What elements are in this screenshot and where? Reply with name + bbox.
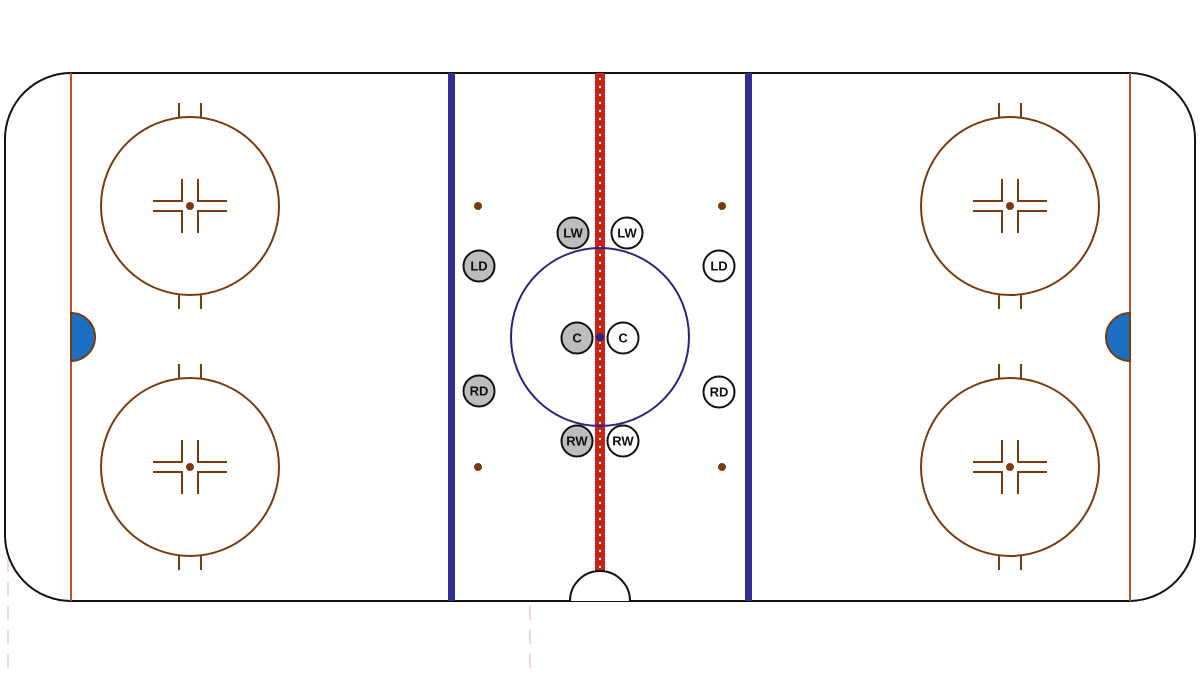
neutral-dot-left-top [474,202,482,210]
player-team-b-lw[interactable]: LW [610,216,644,250]
faceoff-l-mark [153,440,183,463]
player-token [556,216,590,250]
player-team-a-c[interactable]: C [560,321,594,355]
player-token [606,424,640,458]
player-team-a-ld[interactable]: LD [462,249,496,283]
blue-line-right [745,73,752,601]
faceoff-l-mark [1017,179,1047,202]
faceoff-dot [186,463,194,471]
faceoff-l-mark [973,179,1003,202]
player-team-b-rd[interactable]: RD [702,375,736,409]
faceoff-circle [100,116,280,296]
player-team-a-rd[interactable]: RD [462,374,496,408]
faceoff-circle-right-top [920,103,1100,309]
team-a-players: LW LD C RD RW [462,216,594,458]
player-token [462,249,496,283]
faceoff-dot [186,202,194,210]
faceoff-l-mark [1017,440,1047,463]
faceoff-dot [1006,202,1014,210]
faceoff-circle [920,116,1100,296]
player-label: LW [563,226,583,241]
player-token [610,216,644,250]
neutral-dot-right-bottom [718,463,726,471]
player-label: LD [470,259,487,274]
player-label: RD [470,384,489,399]
player-label: C [618,331,628,346]
faceoff-l-mark [973,471,1003,494]
team-b-players: LW LD C RD RW [606,216,736,458]
center-ice-dot [596,333,604,341]
player-token [702,249,736,283]
faceoff-l-mark [197,210,227,233]
faceoff-l-mark [153,471,183,494]
faceoff-circle-right-bottom [920,364,1100,570]
player-label: RD [710,385,729,400]
player-label: RW [612,434,634,449]
faceoff-circle-left-top [100,103,280,309]
goal-crease-left [70,311,96,363]
faceoff-l-mark [973,210,1003,233]
faceoff-circle [920,377,1100,557]
player-team-a-rw[interactable]: RW [560,424,594,458]
referee-crease [569,570,631,602]
goal-crease-right [1105,311,1131,363]
faceoff-l-mark [197,440,227,463]
faceoff-circle [100,377,280,557]
faceoff-dot [1006,463,1014,471]
blue-line-left [448,73,455,601]
faceoff-l-mark [1017,471,1047,494]
player-team-b-c[interactable]: C [606,321,640,355]
player-team-a-lw[interactable]: LW [556,216,590,250]
player-token [702,375,736,409]
player-label: C [572,331,582,346]
player-token [462,374,496,408]
faceoff-l-mark [153,179,183,202]
faceoff-l-mark [1017,210,1047,233]
player-label: RW [566,434,588,449]
faceoff-l-mark [197,471,227,494]
player-token [606,321,640,355]
center-ice-circle [510,247,690,427]
faceoff-l-mark [153,210,183,233]
neutral-dot-right-top [718,202,726,210]
player-team-b-rw[interactable]: RW [606,424,640,458]
player-label: LW [617,226,637,241]
player-token [560,424,594,458]
neutral-dot-left-bottom [474,463,482,471]
faceoff-circle-left-bottom [100,364,280,570]
player-token [560,321,594,355]
faceoff-l-mark [197,179,227,202]
faceoff-l-mark [973,440,1003,463]
player-team-b-ld[interactable]: LD [702,249,736,283]
player-label: LD [710,259,727,274]
